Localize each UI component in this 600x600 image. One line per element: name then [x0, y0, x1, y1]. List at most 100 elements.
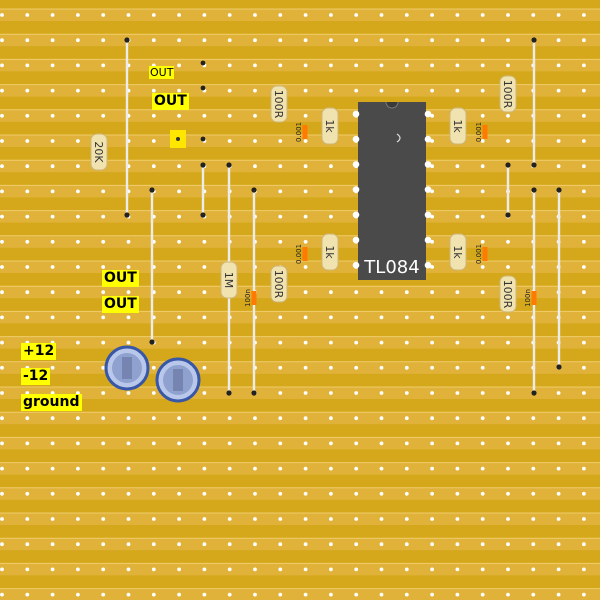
strip-hole — [455, 340, 460, 345]
strip-hole — [506, 517, 510, 521]
strip-hole — [25, 113, 30, 118]
strip-hole — [0, 139, 4, 143]
strip-hole — [354, 466, 359, 471]
strip-hole — [0, 265, 4, 269]
link-end — [556, 364, 562, 370]
copper-strip — [0, 185, 600, 198]
strip-hole — [76, 315, 80, 320]
strip-hole — [430, 13, 434, 17]
strip-hole — [177, 239, 182, 244]
strip-hole — [227, 517, 232, 521]
strip-hole — [0, 441, 4, 446]
label-out-small: OUT — [149, 66, 175, 79]
link-end — [226, 162, 232, 168]
strip-hole — [76, 517, 80, 521]
strip-hole — [354, 365, 359, 370]
strip-hole — [76, 88, 80, 93]
capacitor-value: 100n — [244, 289, 252, 307]
strip-hole — [101, 391, 106, 395]
link-end — [149, 187, 155, 193]
strip-hole — [202, 517, 207, 521]
strip-hole — [278, 63, 283, 68]
strip-hole — [430, 491, 434, 496]
label-minus12: -12 — [21, 368, 51, 385]
strip-hole — [151, 139, 156, 143]
strip-hole — [531, 13, 536, 17]
strip-hole — [582, 214, 586, 219]
strip-hole — [25, 567, 30, 572]
strip-hole — [50, 290, 55, 295]
strip-hole — [76, 340, 80, 345]
copper-strip — [0, 437, 600, 450]
resistor-body — [321, 233, 339, 271]
strip-hole — [227, 88, 232, 93]
strip-hole — [379, 567, 384, 572]
strip-hole — [76, 38, 80, 43]
strip-hole — [379, 391, 384, 395]
strip-hole — [354, 441, 359, 446]
strip-hole — [354, 567, 359, 572]
strip-hole — [202, 265, 207, 269]
copper-strip — [0, 563, 600, 576]
strip-hole — [506, 139, 510, 143]
strip-hole — [303, 567, 308, 572]
resistor-body — [270, 265, 288, 303]
strip-hole — [76, 416, 80, 421]
strip-hole — [177, 38, 182, 43]
strip-hole — [151, 567, 156, 572]
strip-hole — [25, 63, 30, 68]
strip-hole — [582, 265, 586, 269]
strip-hole — [329, 290, 333, 295]
strip-hole — [354, 491, 359, 496]
strip-hole — [354, 416, 359, 421]
strip-hole — [25, 441, 30, 446]
copper-strip — [0, 84, 600, 97]
strip-hole — [0, 38, 4, 43]
strip-hole — [303, 214, 308, 219]
strip-hole — [101, 13, 106, 17]
strip-hole — [278, 365, 283, 370]
strip-hole — [25, 88, 30, 93]
chip-pin — [352, 261, 360, 269]
strip-hole — [278, 466, 283, 471]
strip-hole — [329, 567, 333, 572]
strip-hole — [303, 315, 308, 320]
strip-hole — [430, 38, 434, 43]
resistor: 20K — [90, 133, 108, 171]
strip-hole — [50, 315, 55, 320]
chip-pin — [352, 236, 360, 244]
strip-hole — [177, 13, 182, 17]
strip-hole — [0, 340, 4, 345]
strip-hole — [506, 466, 510, 471]
strip-hole — [430, 567, 434, 572]
strip-hole — [354, 592, 359, 597]
resistor: 1k — [449, 107, 467, 145]
strip-hole — [50, 567, 55, 572]
strip-hole — [278, 391, 283, 395]
link-end — [531, 37, 537, 43]
strip-hole — [76, 189, 80, 194]
resistor-body — [90, 133, 108, 171]
strip-hole — [379, 13, 384, 17]
strip-hole — [25, 265, 30, 269]
chip-notch — [385, 101, 399, 109]
strip-hole — [50, 239, 55, 244]
strip-hole — [50, 491, 55, 496]
link-end — [531, 390, 537, 396]
strip-hole — [126, 491, 131, 496]
strip-hole — [278, 315, 283, 320]
strip-hole — [404, 290, 409, 295]
copper-strip — [0, 336, 600, 349]
strip-hole — [582, 139, 586, 143]
strip-hole — [253, 491, 257, 496]
strip-hole — [582, 63, 586, 68]
strip-hole — [455, 38, 460, 43]
strip-hole — [379, 466, 384, 471]
strip-hole — [329, 315, 333, 320]
resistor-value: 1k — [451, 119, 464, 133]
strip-hole — [101, 239, 106, 244]
strip-hole — [177, 491, 182, 496]
copper-strip — [0, 311, 600, 324]
strip-hole — [582, 391, 586, 395]
strip-hole — [329, 542, 333, 547]
